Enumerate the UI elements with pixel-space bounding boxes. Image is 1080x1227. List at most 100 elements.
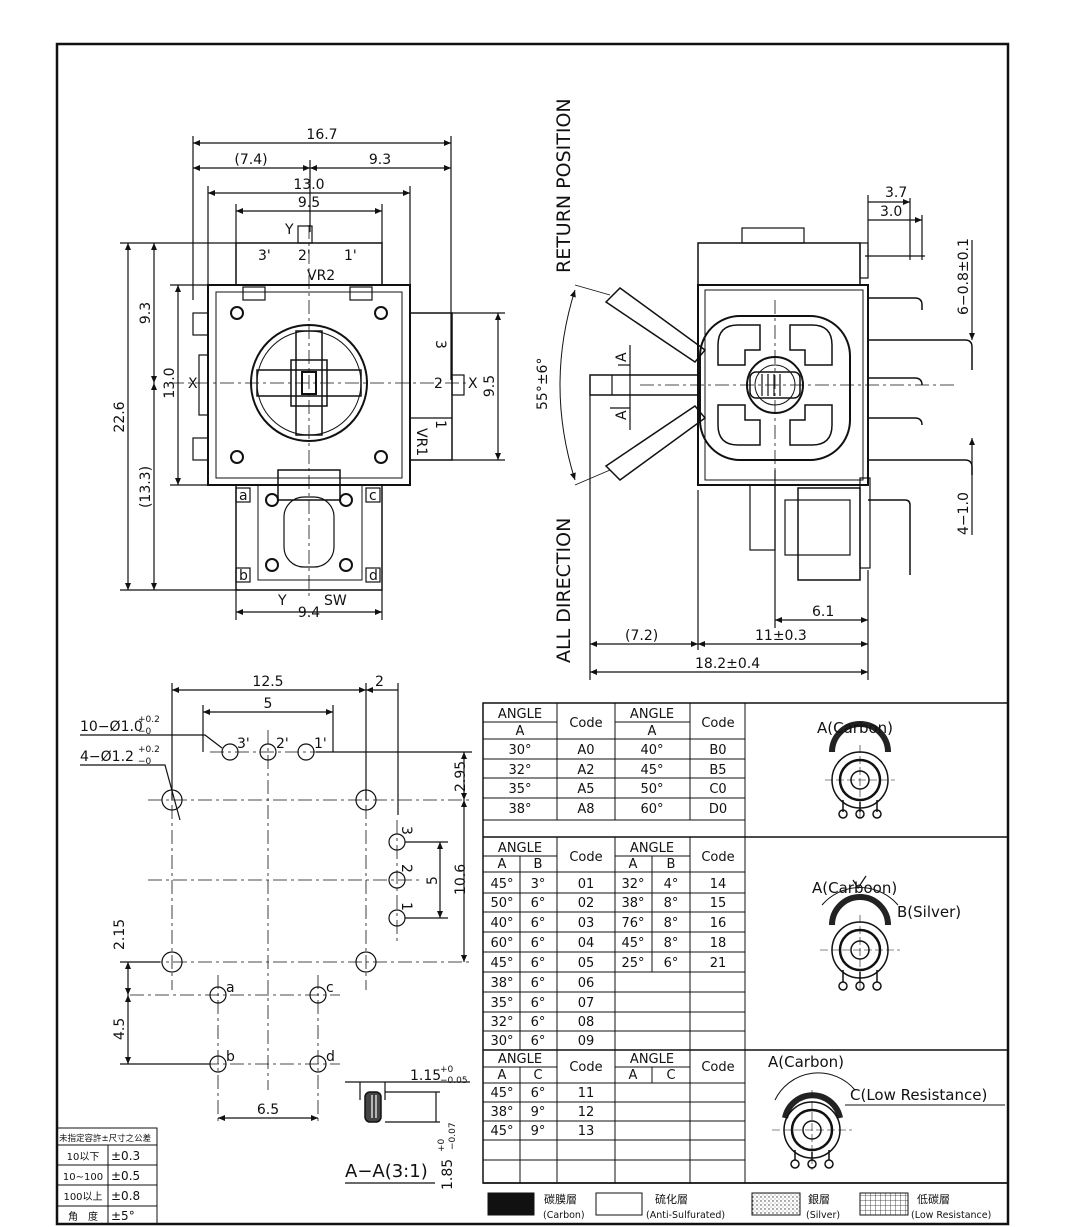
table2-cell: 05 <box>578 956 595 971</box>
table2-cell: 6° <box>531 956 546 971</box>
table2-cell: 6° <box>531 976 546 991</box>
table2-cell: 32° <box>621 877 644 892</box>
t1-code-h1: Code <box>569 716 602 731</box>
t3-r2-c: 9° <box>531 1105 546 1120</box>
side-view <box>559 195 975 680</box>
dim-13-0-top: 13.0 <box>293 177 324 193</box>
t3-c-h1: C <box>533 1068 542 1083</box>
dim-9-4: 9.4 <box>298 605 320 621</box>
table2-cell: 45° <box>621 936 644 951</box>
table2-cell: 15 <box>710 896 727 911</box>
table2-cell: 18 <box>710 936 727 951</box>
table2-cell: 04 <box>578 936 595 951</box>
label-c-low-resistance: C(Low Resistance) <box>850 1086 987 1104</box>
dim-6-1: 6.1 <box>812 604 834 620</box>
t1-angle-h2: ANGLE <box>630 707 674 722</box>
dim-7-2: (7.2) <box>625 628 658 644</box>
t1-code-h2: Code <box>701 716 734 731</box>
t1-r4-c2: D0 <box>709 802 727 817</box>
table1-text: ANGLE A Code ANGLE A Code 30° A0 40° B0 … <box>498 707 735 817</box>
t3-angle-h1: ANGLE <box>498 1052 542 1067</box>
t3-r3-code: 13 <box>578 1124 595 1139</box>
all-direction-label: ALL DIRECTION <box>553 518 575 663</box>
legend-swatch-anti-sulfurated <box>595 1192 643 1216</box>
t1-r1-c1: A0 <box>577 743 594 758</box>
tol-val-4: ±5° <box>111 1209 135 1223</box>
top-view-text: 16.7 (7.4) 9.3 13.0 9.5 9.4 22.6 9.3 (13… <box>112 127 498 621</box>
t2-b-h2: B <box>667 857 676 872</box>
t3-r3-a: 45° <box>490 1124 513 1139</box>
label-sw: SW <box>324 593 347 609</box>
code-table-grid <box>482 702 1009 1184</box>
tol-header: 未指定容許±尺寸之公差 <box>59 1133 151 1144</box>
t1-r4-a1: 38° <box>508 802 531 817</box>
t1-r3-c1: A5 <box>577 782 594 797</box>
table2-cell: 60° <box>490 936 513 951</box>
legend-lowres-en: (Low Resistance) <box>911 1210 991 1221</box>
t1-r2-a2: 45° <box>640 763 663 778</box>
t3-a-h1: A <box>498 1068 507 1083</box>
t3-angle-h2: ANGLE <box>630 1052 674 1067</box>
pin-2p: 2' <box>276 736 289 752</box>
label-c: c <box>369 488 377 504</box>
label-y-top: Y <box>284 222 294 238</box>
t2-b-h1: B <box>534 857 543 872</box>
section-a-bottom: A <box>614 410 630 420</box>
table2-cell: 50° <box>490 896 513 911</box>
tol-range-4: 角 度 <box>68 1210 98 1223</box>
legend-anti-zh: 硫化層 <box>655 1192 688 1206</box>
t3-r3-c: 9° <box>531 1124 546 1139</box>
hole-large-spec: 4−Ø1.2 <box>80 749 134 765</box>
table2-cell: 38° <box>621 896 644 911</box>
dim-1-15: 1.15 <box>410 1068 441 1084</box>
table2-cell: 4° <box>664 877 679 892</box>
t3-a-h2: A <box>629 1068 638 1083</box>
section-text: 1.15 +0 −0.05 1.85 +0 −0.07 A−A(3:1) <box>345 1065 468 1190</box>
t3-code-h2: Code <box>701 1060 734 1075</box>
hole-small-tol-dn: −0 <box>138 727 152 737</box>
legend-text: 碳膜層 (Carbon) 硫化層 (Anti-Sulfurated) 銀層 (S… <box>543 1192 991 1221</box>
label-b-silver: B(Silver) <box>897 903 961 921</box>
tol-val-1: ±0.3 <box>111 1149 140 1163</box>
label-x-right: X <box>468 376 478 392</box>
dim-6-0-8: 6−0.8±0.1 <box>956 238 972 315</box>
pin-2: 2 <box>398 864 414 873</box>
t2-code-h2: Code <box>701 850 734 865</box>
t1-r3-a1: 35° <box>508 782 531 797</box>
pin-c: c <box>326 980 334 996</box>
dim-1-85-up: +0 <box>437 1138 447 1152</box>
t1-r3-c2: C0 <box>709 782 726 797</box>
dim-13-0-left: 13.0 <box>162 367 178 398</box>
t3-r1-code: 11 <box>578 1086 595 1101</box>
hole-small-tol-up: +0.2 <box>138 715 160 725</box>
t1-r4-c1: A8 <box>577 802 594 817</box>
dim-1-15-up: +0 <box>440 1065 454 1075</box>
table2-cell: 6° <box>531 1034 546 1049</box>
pin-3p: 3' <box>237 736 250 752</box>
table2-cell: 07 <box>578 996 595 1011</box>
table2-cell: 6° <box>664 956 679 971</box>
tolerance-table-text: 未指定容許±尺寸之公差 10以下 ±0.3 10∼100 ±0.5 100以上 … <box>59 1133 151 1223</box>
dim-1-85: 1.85 <box>440 1159 456 1190</box>
dim-16-7: 16.7 <box>306 127 337 143</box>
table2-cell: 38° <box>490 976 513 991</box>
table2-cell: 45° <box>490 956 513 971</box>
dim-9-3-left: 9.3 <box>138 302 154 324</box>
table2-cell: 6° <box>531 896 546 911</box>
table2-cell: 76° <box>621 916 644 931</box>
dim-18-2: 18.2±0.4 <box>695 656 760 672</box>
label-a: a <box>239 488 248 504</box>
t1-r1-a1: 30° <box>508 743 531 758</box>
table2-cell: 21 <box>710 956 727 971</box>
label-pin-3: 3 <box>432 340 448 349</box>
t3-r2-code: 12 <box>578 1105 595 1120</box>
legend-carbon-zh: 碳膜層 <box>544 1192 577 1206</box>
table2-cell: 30° <box>490 1034 513 1049</box>
angle-55: 55°±6° <box>535 358 551 410</box>
t3-c-h2: C <box>666 1068 675 1083</box>
label-pin-1p: 1' <box>344 248 357 264</box>
label-a-carbon-2: A(Carboon) <box>812 879 897 897</box>
pin-a: a <box>226 980 235 996</box>
